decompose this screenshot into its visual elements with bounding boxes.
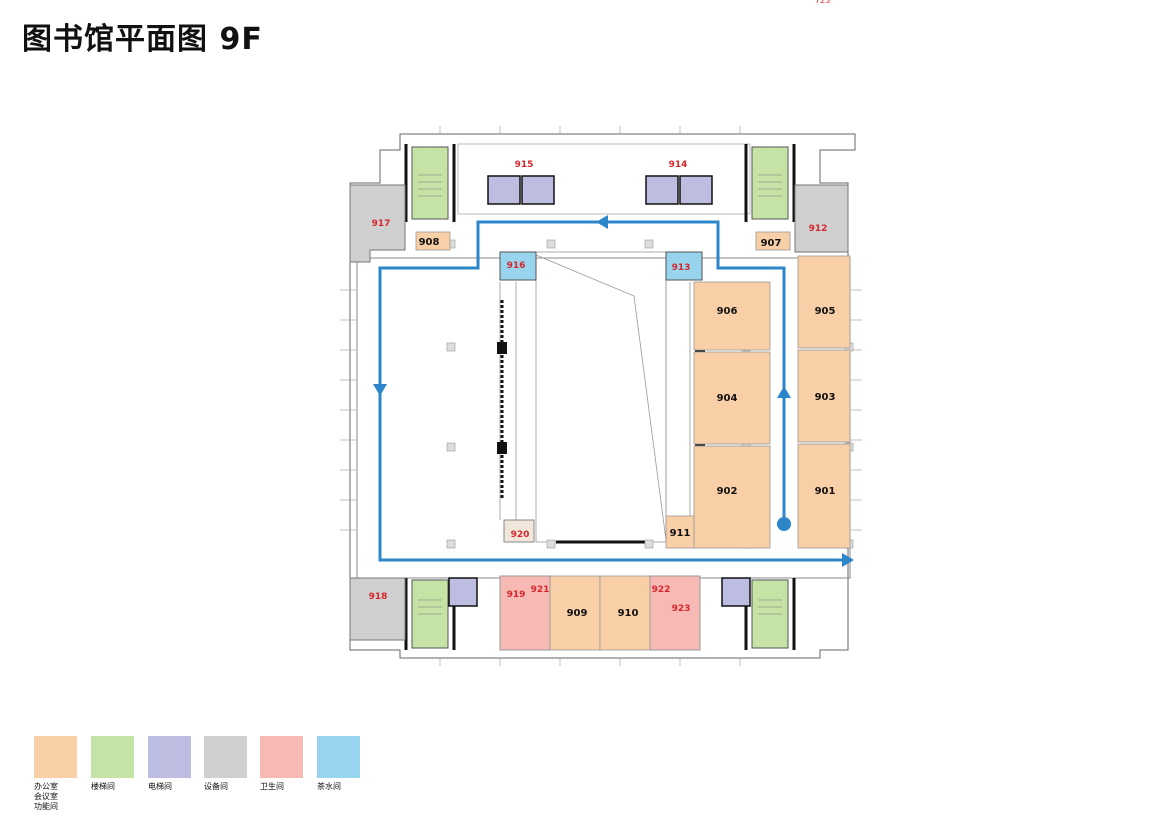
column <box>497 442 507 454</box>
route-arrow-down <box>373 384 387 396</box>
elevator-bank-top-right <box>645 175 713 205</box>
atrium <box>499 251 691 543</box>
label-917: 917 <box>372 219 391 229</box>
label-907: 907 <box>761 238 782 249</box>
corner-mark: 723 <box>815 0 831 5</box>
room-916-shape <box>499 251 537 281</box>
label-909: 909 <box>567 608 588 619</box>
stairwell-nw <box>411 146 449 220</box>
label-906: 906 <box>717 306 738 317</box>
label-901: 901 <box>815 486 836 497</box>
legend-label: 办公室 会议室 功能间 <box>34 782 58 811</box>
room-913-shape <box>665 251 703 281</box>
label-905: 905 <box>815 306 836 317</box>
label-912: 912 <box>809 224 828 234</box>
label-911: 911 <box>670 528 691 539</box>
grid-columns <box>446 239 854 549</box>
legend-item-elevator: 电梯间 <box>148 736 192 792</box>
label-913: 913 <box>672 263 691 273</box>
legend-item-stair: 楼梯间 <box>91 736 135 792</box>
label-908: 908 <box>419 237 440 248</box>
route-arrow-right <box>842 553 854 567</box>
legend-item-office: 办公室 会议室 功能间 <box>34 736 78 812</box>
legend-item-tea: 茶水间 <box>317 736 361 792</box>
restroom-west <box>499 575 551 651</box>
label-904: 904 <box>717 393 738 404</box>
label-923: 923 <box>672 604 691 614</box>
route-arrow-up <box>777 386 791 398</box>
legend-swatch <box>34 736 77 778</box>
legend-swatch <box>204 736 247 778</box>
legend-swatch <box>317 736 360 778</box>
route-start-dot <box>777 517 791 531</box>
elevator-sw <box>448 577 478 607</box>
room-912-shape <box>794 184 849 253</box>
room-917-shape <box>349 184 406 263</box>
offices-east <box>415 231 851 549</box>
restroom-east <box>649 575 701 651</box>
label-920: 920 <box>511 530 530 540</box>
legend-swatch <box>91 736 134 778</box>
room-labels: 906 904 902 905 903 901 911 908 907 909 … <box>369 160 836 619</box>
circulation-route <box>378 220 846 562</box>
legend-swatch <box>148 736 191 778</box>
top-service-band <box>457 143 751 215</box>
legend-swatch <box>260 736 303 778</box>
stairwell-ne <box>751 146 789 220</box>
legend-label: 茶水间 <box>317 782 341 791</box>
label-902: 902 <box>717 486 738 497</box>
legend-label: 卫生间 <box>260 782 284 791</box>
page-title: 图书馆平面图 9F <box>22 22 263 57</box>
legend-label: 设备间 <box>204 782 228 791</box>
legend-item-restroom: 卫生间 <box>260 736 304 792</box>
label-903: 903 <box>815 392 836 403</box>
column <box>497 342 507 354</box>
stair-treads <box>418 174 782 615</box>
room-918-shape <box>349 577 406 641</box>
legend-item-equipment: 设备间 <box>204 736 248 792</box>
label-914: 914 <box>669 160 688 170</box>
label-918: 918 <box>369 592 388 602</box>
legend-label: 电梯间 <box>148 782 172 791</box>
label-910: 910 <box>618 608 639 619</box>
label-921: 921 <box>531 585 550 595</box>
legend-label: 楼梯间 <box>91 782 115 791</box>
stair-wall <box>404 144 456 222</box>
room-920-shape <box>503 519 535 543</box>
stair-wall <box>744 144 796 222</box>
facade-ticks <box>340 126 862 666</box>
label-919: 919 <box>507 590 526 600</box>
label-915: 915 <box>515 160 534 170</box>
label-916: 916 <box>507 261 526 271</box>
elevator-bank-top-left <box>487 175 555 205</box>
route-arrow-left <box>596 215 608 229</box>
elevator-se <box>721 577 751 607</box>
label-922: 922 <box>652 585 671 595</box>
